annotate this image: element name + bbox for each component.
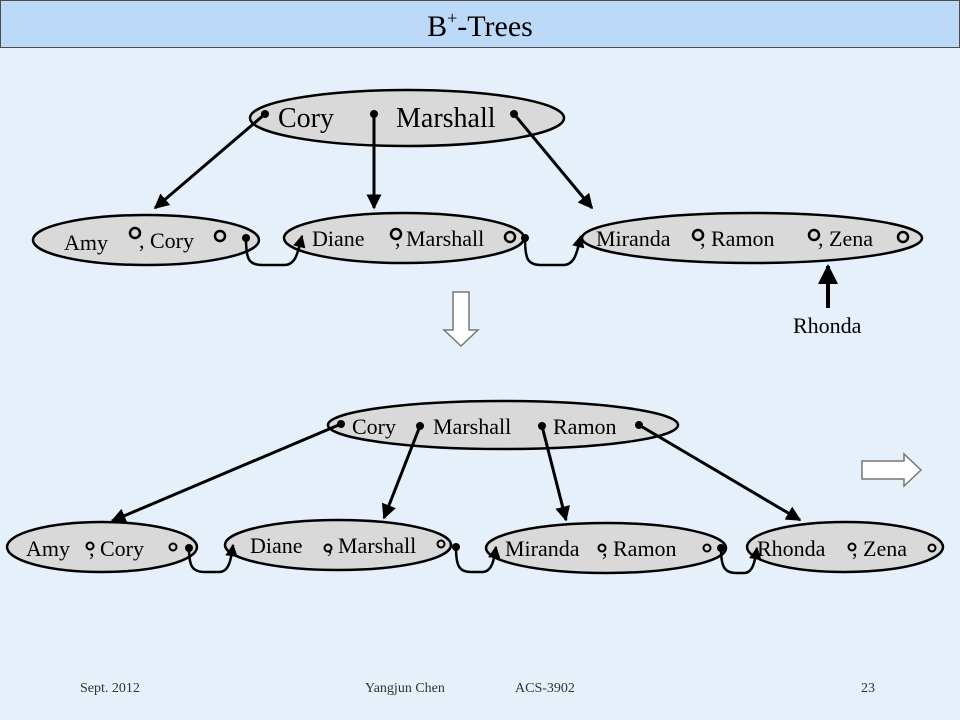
top-leaf3-key-2: , Ramon [700, 226, 775, 251]
bottom-root-key-2: Marshall [433, 414, 511, 439]
top-leaf2-record-ptr-1 [389, 227, 403, 241]
top-leaf-node-1 [31, 213, 261, 267]
bottom-root-key-1: Cory [352, 414, 396, 439]
top-root-edge-1 [153, 112, 266, 210]
bottom-leaf4-record-ptr-1 [847, 542, 857, 552]
bottom-leaf1-key-2: , Cory [89, 536, 144, 561]
bottom-leaf3-record-ptr-2 [702, 543, 712, 553]
bottom-leaf4-key-2: , Zena [852, 536, 907, 561]
top-leaf3-key-3: , Zena [818, 226, 873, 251]
bottom-leaf2-key-2: , Marshall [327, 533, 416, 558]
bottom-leaf4-record-ptr-2 [927, 543, 937, 553]
top-root-key-1: Cory [278, 103, 334, 134]
bottom-leaf3-key-2: , Ramon [602, 536, 677, 561]
top-leaf3-key-1: Miranda [596, 226, 671, 251]
bottom-leaf2-record-ptr-1 [323, 543, 333, 553]
bottom-leaf1-record-ptr-2 [168, 542, 178, 552]
top-leaf3-record-ptr-1 [691, 228, 705, 242]
slide-title: B+-Trees [427, 8, 533, 43]
bottom-leaf-node-1 [5, 520, 199, 574]
top-root-node [248, 88, 566, 148]
bottom-leaf2-record-ptr-2 [436, 539, 446, 549]
top-leaf2-record-ptr-2 [503, 230, 517, 244]
top-leaf-link-2 [523, 234, 585, 267]
bottom-leaf1-key-1: Amy [26, 536, 70, 561]
bottom-leaf2-key-1: Diane [250, 533, 303, 558]
top-leaf1-record-ptr-2 [213, 229, 227, 243]
bottom-root-edge-2 [381, 425, 422, 520]
top-root-key-2: Marshall [396, 103, 496, 134]
top-leaf2-key-2: , Marshall [395, 226, 484, 251]
bottom-root-edge-4 [638, 423, 802, 522]
footer-course: ACS-3902 [515, 681, 575, 696]
top-leaf3-record-ptr-3 [896, 230, 910, 244]
top-leaf1-record-ptr-1 [128, 226, 142, 240]
top-leaf3-record-ptr-2 [807, 228, 821, 242]
footer-page-number: 23 [861, 681, 875, 696]
bottom-leaf3-key-1: Miranda [505, 536, 580, 561]
bottom-root-key-3: Ramon [553, 414, 617, 439]
bottom-leaf4-key-1: Rhonda [757, 536, 826, 561]
insert-key-label: Rhonda [793, 313, 862, 338]
top-leaf2-key-1: Diane [312, 226, 365, 251]
bottom-leaf-link-2 [454, 545, 501, 574]
next-arrow-icon[interactable] [861, 452, 923, 488]
bottom-leaf-node-4 [745, 520, 945, 574]
bottom-root-edge-3 [540, 425, 570, 522]
top-root-edge-3 [512, 113, 594, 210]
bottom-leaf3-record-ptr-1 [597, 543, 607, 553]
footer-author: Yangjun Chen [365, 681, 445, 696]
bottom-root-edge-1 [110, 422, 342, 523]
top-leaf-link-1 [244, 234, 306, 267]
down-arrow-icon [442, 291, 480, 348]
title-bar: B+-Trees [0, 0, 960, 48]
top-leaf1-key-2: , Cory [139, 228, 194, 253]
top-leaf1-key-1: Amy [64, 230, 108, 255]
bottom-leaf1-record-ptr-1 [85, 541, 95, 551]
bottom-leaf-node-2 [223, 518, 453, 572]
footer-date: Sept. 2012 [80, 681, 140, 696]
bottom-leaf-link-1 [187, 543, 238, 574]
bottom-leaf-link-3 [719, 546, 762, 575]
